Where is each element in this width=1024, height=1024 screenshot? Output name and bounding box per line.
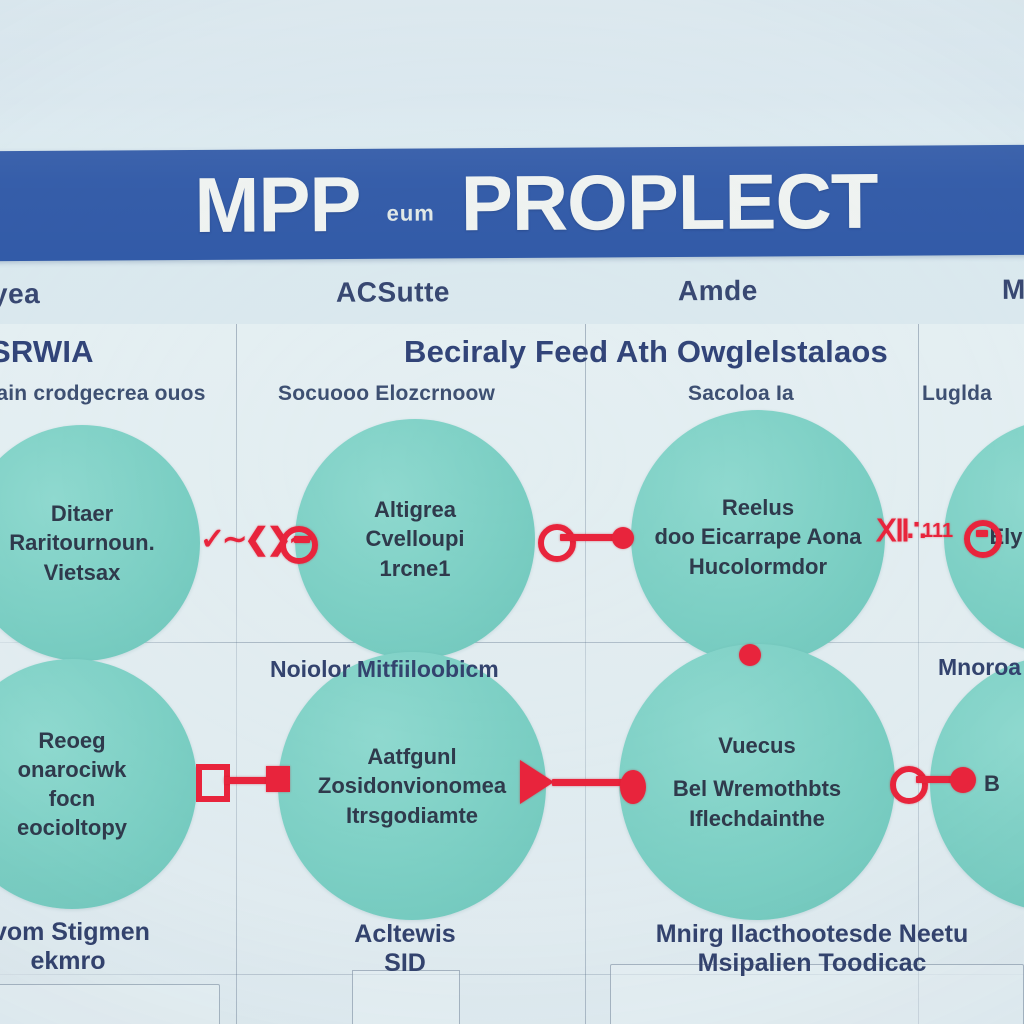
bottom-label-middle: Acltewis SID <box>354 920 456 977</box>
bottom-label-left: Ivom Stigmen ekmro <box>0 918 150 975</box>
row-label-middle: Noiolor Mitfiiloobicm <box>270 656 499 682</box>
grid-row-divider <box>0 642 1024 643</box>
node-r1c1[interactable]: Ditaer Raritournoun. Vietsax <box>0 425 200 661</box>
connector-line <box>294 536 310 543</box>
bottom-label-right: Mnirg Ilacthootesde Neetu Msipalien Tood… <box>655 920 969 977</box>
node-r1c2-text: Altigrea Cvelloupi 1rcne1 <box>365 497 465 581</box>
connector-r2-b[interactable] <box>520 760 664 824</box>
section-subtitle-3: Sacoloa Ia <box>688 382 794 405</box>
connector-r2-c[interactable] <box>890 766 1010 812</box>
connector-arrowhead-icon <box>520 760 554 804</box>
section-subtitle-2: Socuooo Elozcrnoow <box>278 382 496 405</box>
connector-line <box>976 530 988 537</box>
connector-dot-icon <box>612 527 634 549</box>
callout-box-middle <box>352 970 460 1024</box>
connector-r1-c[interactable]: Ⅻ∴ 111 <box>876 514 1006 560</box>
node-r1c3[interactable]: Reelus doo Eicarrape Aona Hucolormdor <box>631 410 885 664</box>
title-word-2: PROPLECT <box>460 156 878 248</box>
connector-dot-icon <box>739 644 761 666</box>
section-title-left: SRWIA <box>0 334 94 369</box>
connector-r1-a[interactable]: ✓∼❮❯∼ <box>198 520 318 570</box>
connector-ring-icon <box>964 520 1002 558</box>
row-label-right: Mnoroa <box>938 654 1022 680</box>
node-r1c1-text: Ditaer Raritournoun. Vietsax <box>9 501 155 585</box>
connector-count-label: 111 <box>922 520 954 542</box>
connector-ring-icon <box>538 524 576 562</box>
node-r1c3-text: Reelus doo Eicarrape Aona Hucolormdor <box>654 495 862 579</box>
section-subtitle-4: Luglda <box>922 382 993 405</box>
grid-divider-2 <box>585 324 586 1024</box>
section-title-main: Beciraly Feed Ath Owglelstalaos <box>404 334 888 369</box>
node-r2c3-text: Vuecus Bel Wremothbts Iflechdainthe <box>672 733 842 831</box>
node-r2c2[interactable]: Aatfgunl Zosidonvionomea Itrsgodiamte <box>278 652 546 920</box>
connector-dot-icon <box>950 767 976 793</box>
node-r2c1-text: Reoeg onarociwk focn eocioltopy <box>16 727 127 841</box>
connector-scribble-icon: Ⅻ∴ <box>876 515 926 548</box>
matrix-body: SRWIA Beciraly Feed Ath Owglelstalaos ra… <box>0 324 1024 1024</box>
connector-dot-icon <box>620 770 646 804</box>
node-r1c2[interactable]: Altigrea Cvelloupi 1rcne1 <box>295 419 535 659</box>
connector-ring-icon <box>890 766 928 804</box>
column-header-3: Amde <box>677 274 758 307</box>
connector-square-icon <box>266 766 290 792</box>
column-header-row: yea ACSutte Amde M <box>0 260 1024 326</box>
connector-r1-b[interactable] <box>538 520 646 562</box>
node-r2c1[interactable]: Reoeg onarociwk focn eocioltopy <box>0 659 197 909</box>
grid-divider-3 <box>918 324 919 1024</box>
title-small-word: eum <box>386 200 435 226</box>
grid-divider-1 <box>236 324 237 1024</box>
connector-r1-down[interactable] <box>737 642 771 672</box>
section-subtitle-1: rain crodgecrea ouos <box>0 382 206 405</box>
title-banner: MPP eum PROPLECT <box>0 144 1024 262</box>
column-header-2: ACSutte <box>335 276 451 308</box>
node-r2c2-text: Aatfgunl Zosidonvionomea Itrsgodiamte <box>317 744 507 828</box>
column-header-1: yea <box>0 278 41 310</box>
connector-ring-icon <box>280 526 318 564</box>
column-header-4: M <box>1001 273 1024 305</box>
callout-box-left <box>0 984 220 1024</box>
connector-r2-a[interactable] <box>196 764 316 810</box>
title-word-1: MPP <box>194 159 361 249</box>
